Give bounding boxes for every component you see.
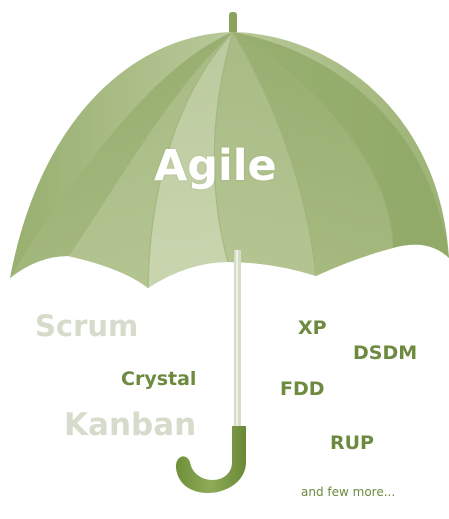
umbrella-panel-center-left <box>68 32 233 288</box>
umbrella-handle <box>175 426 246 493</box>
umbrella-panel-center-right <box>214 32 316 276</box>
umbrella-panel-far-right <box>233 32 449 258</box>
method-xp: XP <box>298 317 327 339</box>
method-dsdm: DSDM <box>353 342 418 364</box>
umbrella-ribs <box>67 31 394 289</box>
method-rup: RUP <box>330 432 374 454</box>
umbrella-panel-right <box>233 32 393 276</box>
umbrella-tip <box>229 12 237 34</box>
method-scrum: Scrum <box>35 309 139 343</box>
method-fdd: FDD <box>280 378 325 400</box>
method-crystal: Crystal <box>121 368 197 390</box>
umbrella-shaft-highlight <box>236 250 238 430</box>
umbrella-panel-center <box>148 32 233 288</box>
method-kanban: Kanban <box>64 407 197 443</box>
diagram-title: Agile <box>154 141 277 191</box>
method-few-more: and few more... <box>301 485 396 499</box>
